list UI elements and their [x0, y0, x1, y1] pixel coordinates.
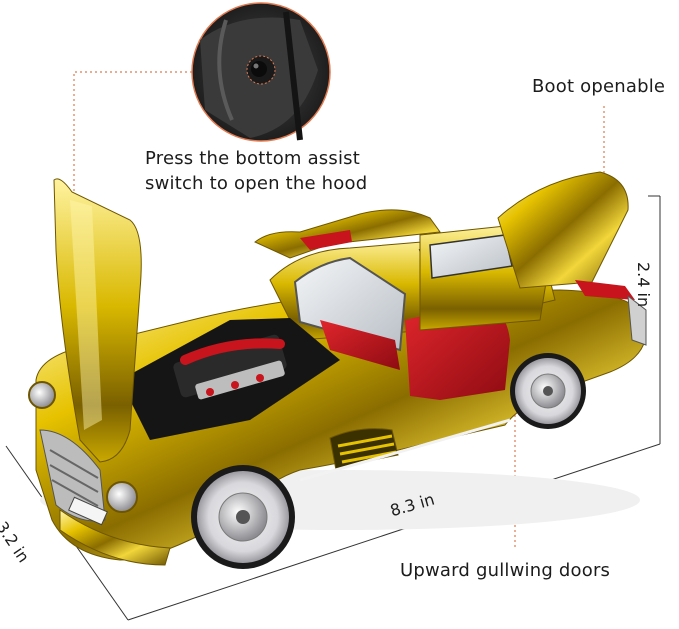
side-vent — [329, 428, 399, 471]
hood-callout-line-1: Press the bottom assist — [145, 148, 361, 169]
hood-switch-inset — [191, 2, 331, 142]
boot-callout: Boot openable — [532, 76, 666, 97]
hood-callout: Press the bottom assist switch to open t… — [145, 146, 367, 196]
callout-leaders — [73, 71, 605, 548]
height-dimension: 2.4 in — [634, 262, 653, 308]
engine — [173, 334, 287, 400]
rear-wheel — [510, 353, 586, 429]
hood-callout-line-2: switch to open the hood — [145, 173, 368, 194]
door-callout: Upward gullwing doors — [400, 560, 611, 581]
front-wheel — [191, 465, 295, 569]
car-body — [28, 171, 647, 569]
